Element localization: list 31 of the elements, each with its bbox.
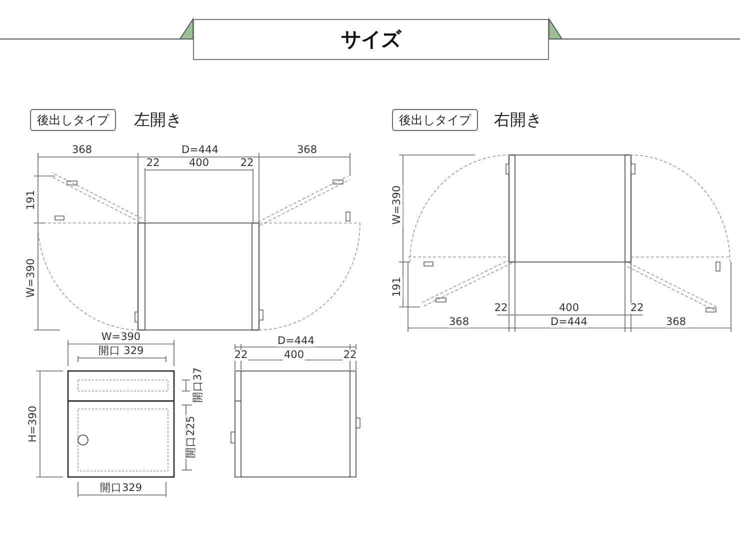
dimension-label: 開口 329 <box>97 346 145 356</box>
dimension-label: D=444 <box>276 336 316 346</box>
dimension-label: W=390 <box>392 184 402 226</box>
dimension-label: 22 <box>493 302 509 314</box>
dimension-label: 400 <box>558 302 580 314</box>
dimension-label: 400 <box>188 158 210 168</box>
opening-direction-label: 左開き <box>134 109 182 131</box>
dimension-label: 368 <box>70 144 94 156</box>
dimension-label: W=390 <box>100 332 142 342</box>
dimension-label: H=390 <box>28 404 38 444</box>
dimension-label: 開口329 <box>98 482 144 494</box>
dimension-label: W=390 <box>26 257 36 299</box>
opening-direction-label: 右開き <box>494 109 542 131</box>
dimension-label: 368 <box>448 316 470 328</box>
dimension-label: 22 <box>233 350 249 360</box>
dimension-label: 22 <box>629 302 645 314</box>
dimension-label: 368 <box>664 316 688 328</box>
dimension-label: D=444 <box>550 316 588 328</box>
dimension-label: D=444 <box>180 144 220 156</box>
dimension-label: 開口37 <box>192 366 204 404</box>
dimension-label: 開口225 <box>186 414 196 460</box>
dimension-label: 400 <box>282 350 306 360</box>
section-title: サイズ <box>193 19 549 60</box>
dimension-label: 22 <box>342 350 358 360</box>
dimension-label: 22 <box>145 158 161 168</box>
type-badge: 後出しタイプ <box>30 109 116 131</box>
type-badge: 後出しタイプ <box>392 109 478 131</box>
dimension-label: 22 <box>239 158 255 168</box>
dimension-label: 191 <box>392 276 402 298</box>
dimension-label: 368 <box>296 144 318 156</box>
dimension-label: 191 <box>26 188 36 212</box>
